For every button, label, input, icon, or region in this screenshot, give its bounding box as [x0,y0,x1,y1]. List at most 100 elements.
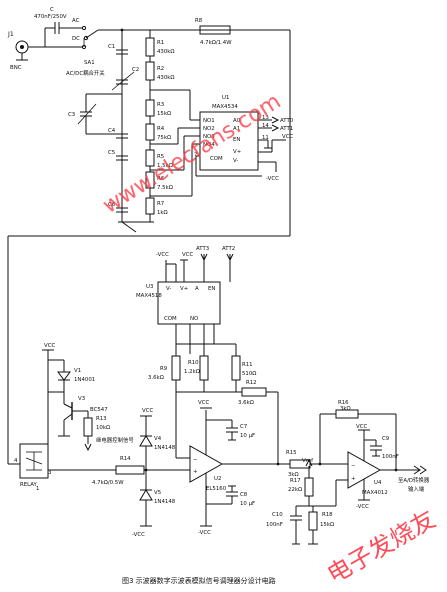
r5-label: R5 [157,154,164,160]
r16-label: R16 [338,400,349,406]
u3-com: COM [164,316,177,322]
u1-vm: V- [233,158,238,164]
clamp-vcc-label: VCC [142,408,153,414]
u1-vp: V+ [233,149,241,155]
att1-label: ATT1 [280,126,293,132]
coupling-capacitor [44,22,82,47]
diode-v4 [139,435,153,470]
c7-value: 10 μF [240,433,255,439]
att3-label: ATT3 [196,246,209,252]
r13-label: R13 [96,416,107,422]
resistor-r17 [304,477,314,497]
v4-part: 1N4148 [154,445,176,451]
capacitor-c9 [370,440,382,457]
u1-pin7: 7 [194,152,197,158]
cap-c-value: 470nF/250V [34,14,67,20]
resistor-r7 [145,197,155,215]
capacitor-c3 [77,93,122,135]
r3-value: 15kΩ [157,111,171,117]
relay-pin1: 1 [36,486,39,492]
r7-value: 1kΩ [157,210,168,216]
relay [19,443,49,479]
capacitor-c6 [116,207,128,213]
relay-control-label: 继电器控制信号 [96,436,134,444]
c1-label: C1 [108,44,115,50]
bnc-connector [15,40,45,61]
c3-label: C3 [68,112,75,118]
c5-label: C5 [108,150,115,156]
r18-value: 15kΩ [320,522,334,528]
u3-vcc-label: VCC [182,252,193,258]
r8-value: 4.7kΩ/1.4W [200,40,232,46]
r7-label: R7 [157,201,164,207]
r18-label: R18 [322,512,333,518]
u1-no1: NO1 [203,118,215,124]
r17-value: 22kΩ [288,487,302,493]
u3-chip [157,281,221,325]
capacitor-c7 [226,420,238,441]
u1-no2: NO2 [203,126,215,132]
capacitor-c2 [111,71,135,91]
r11-value: 510Ω [242,371,256,377]
r6-label: R6 [157,176,165,182]
resistor-r14 [115,465,145,475]
diode-v5 [139,470,153,526]
r10-value: 1.2kΩ [184,369,200,375]
r8-label: R8 [195,18,203,24]
ac-label: AC [72,18,80,24]
u4-vcc-label: VCC [356,424,367,430]
r14-value: 4.7kΩ/0.5W [92,480,124,486]
v3-label: V3 [78,396,85,402]
capacitor-c1 [116,49,128,55]
u4-label: U4 [374,480,382,486]
u1-a0: A0 [233,118,241,124]
r17-label: R17 [290,478,301,484]
r3-label: R3 [157,102,164,108]
v5-label: V5 [154,490,161,496]
c10-value: 100nF [266,522,283,528]
r13-value: 10kΩ [96,425,110,431]
r9-value: 3.6kΩ [148,375,164,381]
v1-part: 1N4001 [74,377,95,383]
u3-label: U3 [146,284,153,290]
u3-vp: V+ [180,286,188,292]
u4-plus: + [351,476,356,482]
u1-pin13: 13 [262,115,269,121]
j1-label: J1 [7,31,14,38]
u1-nvcc-label: -VCC [266,176,279,182]
dc-label: DC [72,36,80,42]
resistor-r18 [308,511,318,531]
r15-label: R15 [286,450,297,456]
c4-label: C4 [108,128,116,134]
resistor-r11 [231,355,241,381]
v5-part: 1N4148 [154,499,176,505]
watermark-bottom: 电子发烧友 [322,505,440,589]
c9-value: 100nF [382,454,399,460]
relay-vcc-label: VCC [44,343,55,349]
u1-en: EN [233,137,240,143]
resistor-r9 [171,355,181,381]
bnc-label: BNC [10,65,22,71]
figure-caption: 图3 示波器数字示波表模拟信号调理器分设计电路 [122,576,276,585]
resistor-r2 [145,61,155,81]
r4-label: R4 [157,126,165,132]
clamp-nvcc-label: -VCC [132,532,145,538]
u3-a: A [195,286,199,292]
diode-v1 [57,360,71,392]
r16-value: 3kΩ [340,406,351,412]
u2-vcc-label: VCC [198,400,209,406]
v1-label: V1 [74,368,81,374]
acdc-switch-label: AC/DC耦合开关 [66,69,105,77]
transistor-v3 [58,392,84,437]
att2-label: ATT2 [222,246,235,252]
u1-no3: NO3 [203,134,215,140]
c6-label: C6 [108,202,116,208]
c9-label: C9 [382,436,390,442]
cap-c-label: C [50,7,54,13]
u2-part: EL5160 [206,486,227,492]
u1-no4: NO4 [203,142,215,148]
c2-label: C2 [132,67,139,73]
c7-label: C7 [240,424,247,430]
r10-label: R10 [188,360,199,366]
u1-a1: A1 [233,126,240,132]
